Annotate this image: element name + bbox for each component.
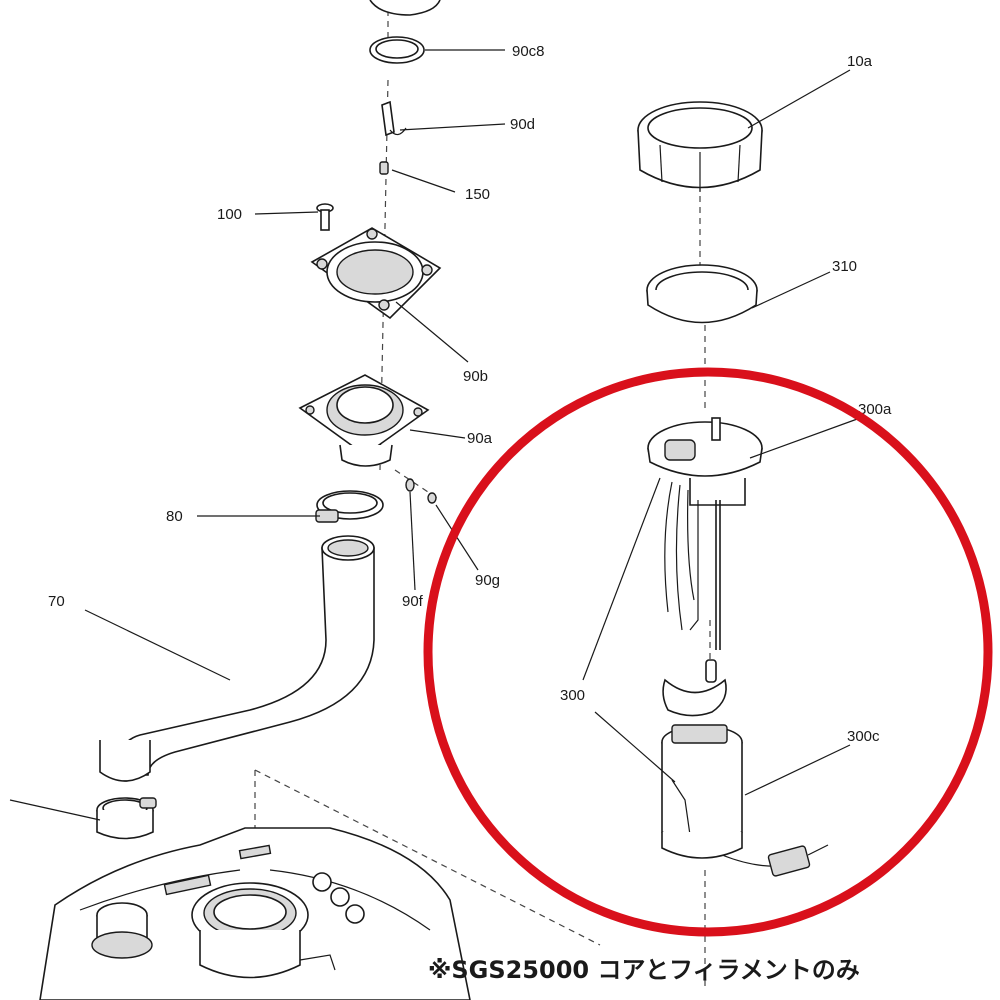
seal-310 — [646, 264, 758, 324]
lock-ring-10a — [637, 101, 763, 192]
pump-wires-300 — [664, 481, 721, 650]
label-10a: 10a — [847, 53, 873, 70]
fuel-tank — [39, 827, 471, 1000]
tank-outline-dashes — [254, 769, 601, 946]
hose-clamp-80 — [315, 490, 384, 523]
highlight-circle — [423, 367, 993, 937]
filler-neck-base-90a — [298, 374, 430, 467]
label-90a: 90a — [467, 430, 493, 447]
pump-flange-300a — [647, 417, 763, 506]
leader-lines — [9, 49, 861, 821]
clip-90d — [381, 100, 407, 137]
label-100: 100 — [217, 206, 242, 223]
filler-cap-fragment — [369, 0, 441, 16]
label-300c: 300c — [847, 728, 880, 745]
label-300a: 300a — [858, 401, 892, 418]
filter-sock — [662, 659, 727, 717]
label-80: 80 — [166, 508, 183, 525]
filler-hose-70 — [99, 535, 375, 782]
o-ring-90c8 — [369, 36, 425, 64]
label-90c8: 90c8 — [512, 43, 545, 60]
product-note: ※SGS25000 コアとフィラメントのみ — [428, 956, 860, 984]
label-310: 310 — [832, 258, 857, 275]
hose-clamp-lower — [96, 797, 157, 840]
label-90b: 90b — [463, 368, 488, 385]
pump-body-300c — [661, 724, 829, 877]
bolt-100 — [316, 203, 334, 231]
flange-plate-90b — [310, 227, 442, 320]
label-90g: 90g — [475, 572, 500, 589]
label-90d: 90d — [510, 116, 535, 133]
label-90f: 90f — [402, 593, 424, 610]
label-70: 70 — [48, 593, 65, 610]
label-150: 150 — [465, 186, 490, 203]
screw-150 — [379, 161, 389, 175]
label-300: 300 — [560, 687, 585, 704]
grommet-90f — [405, 478, 415, 492]
grommet-90g — [427, 492, 437, 504]
